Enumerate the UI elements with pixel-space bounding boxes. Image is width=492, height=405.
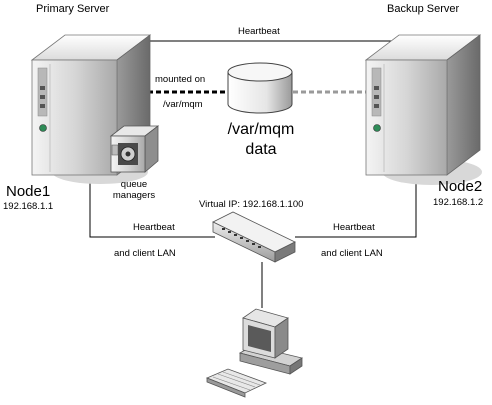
- connections: [89, 40, 417, 308]
- backup-server-title: Backup Server: [387, 3, 460, 15]
- network-switch[interactable]: [212, 211, 296, 263]
- storage-data-label: data: [245, 141, 277, 158]
- left-lan-line: [89, 180, 215, 238]
- left-client-lan-label: and client LAN: [114, 248, 176, 259]
- virtual-ip-label: Virtual IP: 192.168.1.100: [199, 199, 304, 210]
- left-heartbeat-label: Heartbeat: [133, 222, 175, 233]
- queue-managers-line2: managers: [112, 190, 156, 201]
- queue-managers-cube[interactable]: [109, 125, 160, 173]
- right-client-lan-label: and client LAN: [321, 248, 383, 259]
- right-lan-line: [295, 180, 417, 238]
- storage-cylinder[interactable]: [227, 62, 293, 114]
- right-heartbeat-label: Heartbeat: [333, 222, 375, 233]
- heartbeat-top-label: Heartbeat: [238, 26, 280, 37]
- storage-path-label: /var/mqm: [227, 121, 295, 138]
- mount-path-label: /var/mqm: [163, 99, 203, 110]
- node2-ip: 192.168.1.2: [433, 197, 484, 208]
- node1-name: Node1: [6, 183, 51, 200]
- client-workstation[interactable]: [205, 308, 303, 398]
- node1-ip: 192.168.1.1: [3, 201, 54, 212]
- queue-managers-line1: queue: [120, 179, 148, 190]
- node2-name: Node2: [438, 178, 483, 195]
- primary-server-title: Primary Server: [36, 3, 110, 15]
- backup-server-tower[interactable]: [364, 34, 482, 185]
- primary-server-tower[interactable]: [30, 34, 152, 184]
- mounted-on-label: mounted on: [155, 74, 206, 85]
